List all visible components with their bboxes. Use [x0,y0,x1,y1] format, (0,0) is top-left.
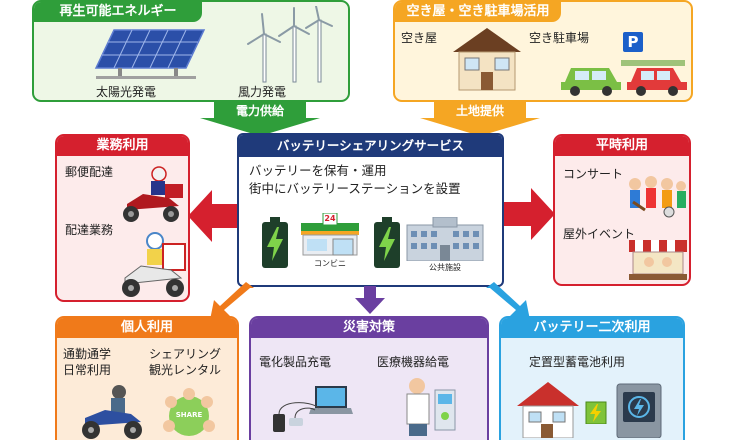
cars-icon [561,60,687,96]
arrow-to-disaster [355,286,385,314]
business-use-panel: 業務利用 郵便配達 配達業務 [55,134,190,302]
delivery-work-label: 配達業務 [65,223,114,237]
battery-sharing-title: バッテリーシェアリングサービス [239,135,502,157]
power-supply-arrow [200,100,320,136]
medical-power-label: 医療機器給電 [377,355,450,369]
arrow-to-normal-use [503,188,555,240]
public-facility-icon [406,217,484,261]
charger-battery-icon [585,401,607,424]
solar-panel-icon [94,29,206,79]
personal-use-title: 個人利用 [57,318,237,338]
service-line-1: バッテリーを保有・運用 [249,163,387,178]
concert-label: コンサート [563,167,624,181]
daily-use-label: 日常利用 [63,363,112,377]
secondary-use-panel: バッテリー二次利用 定置型蓄電池利用 [499,316,685,440]
storage-battery-icon [616,383,662,438]
convenience-store-label: コンビニ [314,259,346,268]
outdoor-stall-icon [629,240,687,280]
wind-label: 風力発電 [238,85,287,99]
disaster-title: 災害対策 [251,318,487,338]
sharing-label: シェアリング [149,347,222,361]
secondary-use-title: バッテリー二次利用 [501,318,683,338]
convenience-store-icon [301,213,359,256]
parking-sign-icon: P [623,32,643,52]
battery-sharing-panel: バッテリーシェアリングサービス バッテリーを保有・運用 街中にバッテリーステーシ… [237,133,504,287]
battery-station-icon [262,217,288,268]
sharing-group-icon [163,388,215,436]
appliance-charging-label: 電化製品充電 [259,355,332,369]
motorbike-rider-icon [82,385,142,439]
share-sign-text: SHARE [175,411,203,419]
wind-turbine-icon [247,6,333,83]
house-icon [453,28,521,91]
disaster-panel: 災害対策 電化製品充電 医療機器給電 [249,316,489,440]
postal-delivery-label: 郵便配達 [65,165,114,179]
land-provision-arrow [420,100,540,136]
postal-scooter-icon [123,166,183,222]
commute-label: 通勤通学 [63,347,112,361]
stationary-storage-label: 定置型蓄電池利用 [529,355,626,369]
arrow-to-secondary [486,282,530,320]
personal-use-panel: 個人利用 通勤通学 日常利用 シェアリング 観光レンタル SHARE [55,316,239,440]
vacant-house-label: 空き屋 [401,31,438,45]
vacant-parking-label: 空き駐車場 [529,31,590,45]
tourism-rental-label: 観光レンタル [149,363,222,377]
outdoor-event-label: 屋外イベント [563,227,636,241]
store-sign-text: 24 [324,214,336,223]
concert-band-icon [629,176,686,218]
medical-equipment-icon [406,378,456,436]
renewable-energy-panel: 再生可能エネルギー 太陽光発電 風力発電 [32,0,350,102]
land-provision-label: 土地提供 [455,104,504,118]
normal-use-title: 平時利用 [555,136,689,156]
device-charging-icon [273,386,353,432]
normal-use-panel: 平時利用 コンサート 屋外イベント [553,134,691,286]
service-line-2: 街中にバッテリーステーションを設置 [249,181,461,196]
solar-label: 太陽光発電 [96,85,157,99]
arrow-to-personal [210,282,254,320]
delivery-scooter-icon [122,232,186,297]
battery-station-icon [374,217,400,268]
power-supply-label: 電力供給 [235,104,284,118]
public-facility-label: 公共施設 [429,263,461,272]
land-use-title: 空き屋・空き駐車場活用 [395,2,561,22]
renewable-energy-title: 再生可能エネルギー [34,2,202,22]
business-use-title: 業務利用 [57,136,188,156]
home-house-icon [517,382,579,438]
arrow-to-business [188,190,240,242]
land-use-panel: 空き屋・空き駐車場活用 空き屋 空き駐車場 P [393,0,693,102]
